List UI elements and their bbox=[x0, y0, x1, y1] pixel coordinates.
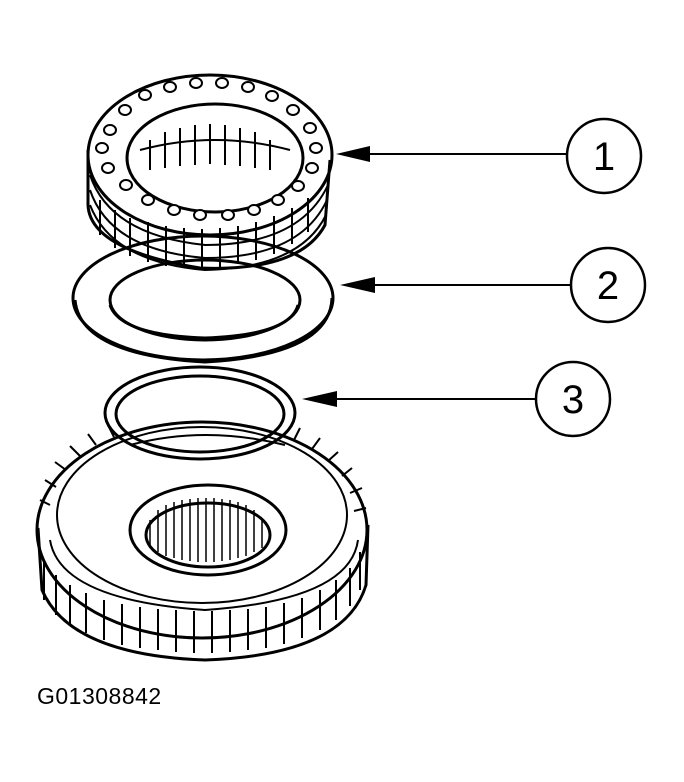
arrow-head-3 bbox=[302, 391, 337, 407]
callout-1: 1 bbox=[336, 117, 643, 195]
clutch-piston bbox=[71, 234, 335, 364]
arrow-head-2 bbox=[340, 277, 375, 293]
arrow-head-1 bbox=[336, 146, 370, 162]
callout-circle-3 bbox=[534, 360, 612, 438]
clutch-drum bbox=[35, 420, 370, 662]
callout-circle-1 bbox=[565, 117, 643, 195]
callout-2: 2 bbox=[340, 246, 647, 324]
clutch-pack-holes bbox=[95, 77, 323, 221]
callout-number-3: 3 bbox=[562, 378, 584, 422]
callout-3: 3 bbox=[302, 360, 612, 438]
callout-number-1: 1 bbox=[593, 135, 615, 179]
piston-seal-ring bbox=[103, 365, 297, 461]
callout-circle-2 bbox=[569, 246, 647, 324]
figure-code: G01308842 bbox=[37, 683, 162, 709]
callout-number-2: 2 bbox=[597, 264, 619, 308]
